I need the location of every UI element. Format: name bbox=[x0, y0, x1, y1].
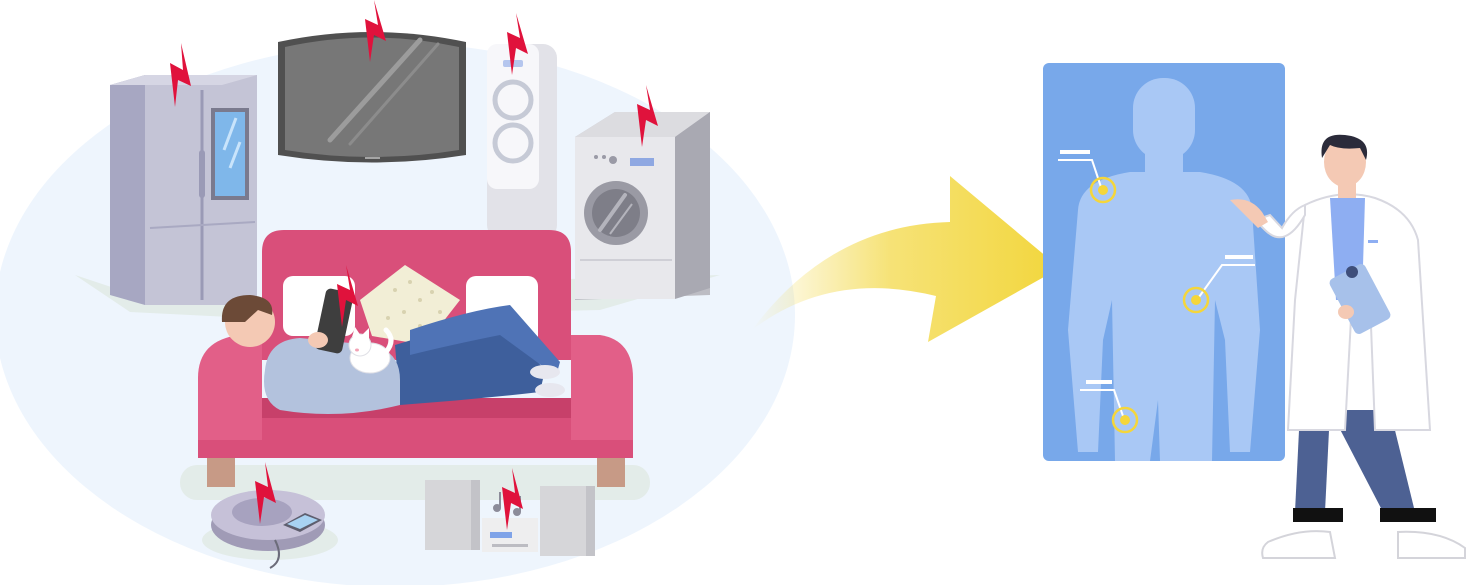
lightning-group bbox=[170, 0, 658, 530]
lightning-bolt-icon bbox=[507, 13, 528, 75]
music-note-icon bbox=[493, 492, 521, 516]
scan-marker bbox=[1080, 380, 1139, 434]
cat-icon bbox=[348, 327, 394, 374]
lightning-bolt-icon bbox=[255, 462, 276, 524]
clipboard-icon bbox=[1329, 240, 1391, 334]
body-scan-panel-icon bbox=[1043, 63, 1285, 461]
doctor-icon bbox=[1230, 134, 1466, 559]
television-icon bbox=[278, 32, 466, 163]
scan-markers bbox=[1058, 150, 1255, 434]
air-purifier-icon bbox=[487, 44, 557, 239]
stereo-speaker-icon bbox=[425, 480, 595, 556]
lightning-bolt-icon bbox=[337, 265, 358, 327]
scan-marker bbox=[1182, 255, 1255, 314]
lightning-bolt-icon bbox=[170, 43, 191, 107]
scan-marker bbox=[1058, 150, 1117, 204]
lightning-bolt-icon bbox=[637, 85, 658, 147]
arrow-icon bbox=[752, 176, 1060, 342]
lightning-bolt-icon bbox=[365, 0, 386, 62]
robot-vacuum-icon bbox=[202, 490, 338, 569]
refrigerator-icon bbox=[110, 75, 257, 305]
lightning-bolt-icon bbox=[502, 468, 523, 530]
smartphone-icon bbox=[283, 513, 322, 532]
